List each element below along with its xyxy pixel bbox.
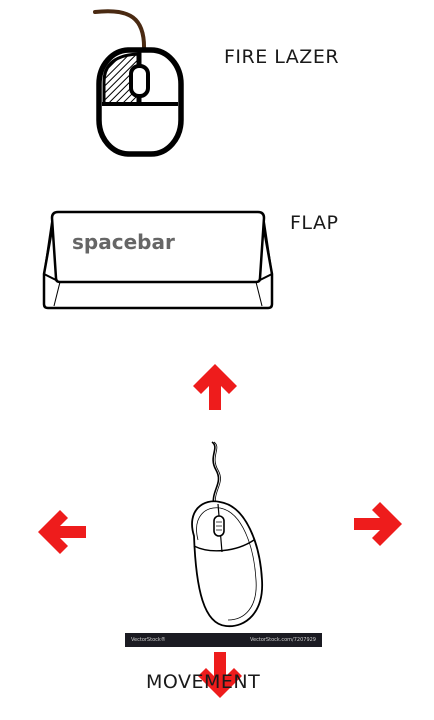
spacebar-key-icon xyxy=(42,210,274,310)
arrow-left-icon xyxy=(38,510,86,554)
arrow-right-icon xyxy=(354,502,402,546)
arrow-down-icon xyxy=(198,652,242,698)
mouse-icon xyxy=(191,441,263,627)
spacebar-key-label: spacebar xyxy=(72,230,175,254)
fire-lazer-label: FIRE LAZER xyxy=(224,46,340,68)
arrow-up-icon xyxy=(193,364,237,410)
watermark-banner: VectorStock® VectorStock.com/7207929 xyxy=(125,633,322,647)
watermark-url: VectorStock.com/7207929 xyxy=(250,637,316,643)
watermark-brand: VectorStock® xyxy=(131,637,166,643)
flap-control: spacebar xyxy=(40,208,276,312)
movement-label: MOVEMENT xyxy=(146,671,261,693)
fire-lazer-control xyxy=(90,8,190,158)
flap-label: FLAP xyxy=(290,212,339,234)
mouse-left-click-icon xyxy=(93,9,184,157)
